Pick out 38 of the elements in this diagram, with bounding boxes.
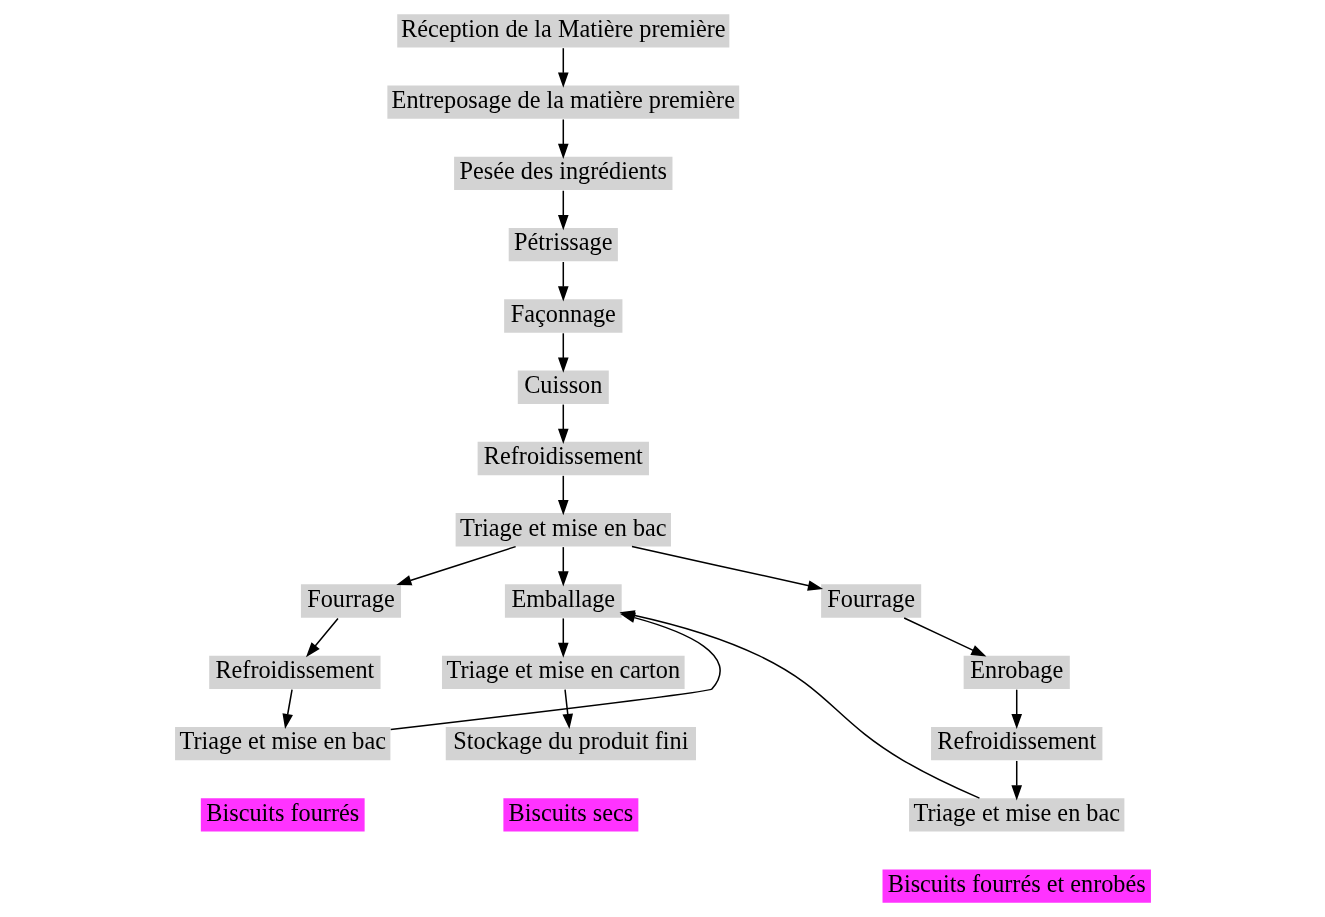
node-box: Refroidissement [208, 655, 381, 689]
arrow [561, 688, 573, 730]
node-box: Triage et mise en carton [441, 655, 685, 689]
arrow [557, 617, 569, 658]
node-box: Enrobage [963, 655, 1070, 689]
node-box: Triage et mise en bac [174, 726, 390, 761]
arrow [305, 617, 339, 658]
arrow [395, 545, 516, 586]
arrow [557, 546, 569, 587]
node-box: Triage et mise en bac [455, 513, 671, 547]
arrow [1010, 688, 1022, 730]
node-box: Fourrage [300, 584, 401, 618]
arrow [557, 261, 569, 302]
node-box: Entreposage de la matière première [386, 85, 739, 119]
node-box: Cuisson [517, 370, 609, 404]
arrow [557, 475, 569, 516]
node-box: Biscuits fourrés et enrobés [882, 869, 1151, 903]
node-box: Pétrissage [508, 228, 618, 262]
arrow [630, 545, 823, 591]
node-box: Façonnage [503, 299, 622, 333]
arrow [557, 47, 569, 88]
node-box: Biscuits fourrés [200, 798, 365, 832]
arrow [902, 617, 986, 657]
node-box: Réception de la Matière première [396, 14, 729, 48]
node-box: Triage et mise en bac [908, 798, 1124, 832]
node-box: Fourrage [820, 584, 921, 618]
arrow [557, 190, 569, 231]
node-box: Refroidissement [477, 441, 649, 476]
node-box: Biscuits secs [502, 798, 638, 832]
node-box: Stockage du produit fini [445, 726, 696, 761]
arrow [557, 332, 569, 373]
arrow [1010, 760, 1022, 801]
arrow [281, 688, 293, 730]
node-box: Emballage [504, 584, 622, 618]
arrow [557, 118, 569, 159]
arrow [557, 403, 569, 444]
node-box: Pesée des ingrédients [453, 156, 672, 191]
node-box: Refroidissement [930, 726, 1102, 761]
